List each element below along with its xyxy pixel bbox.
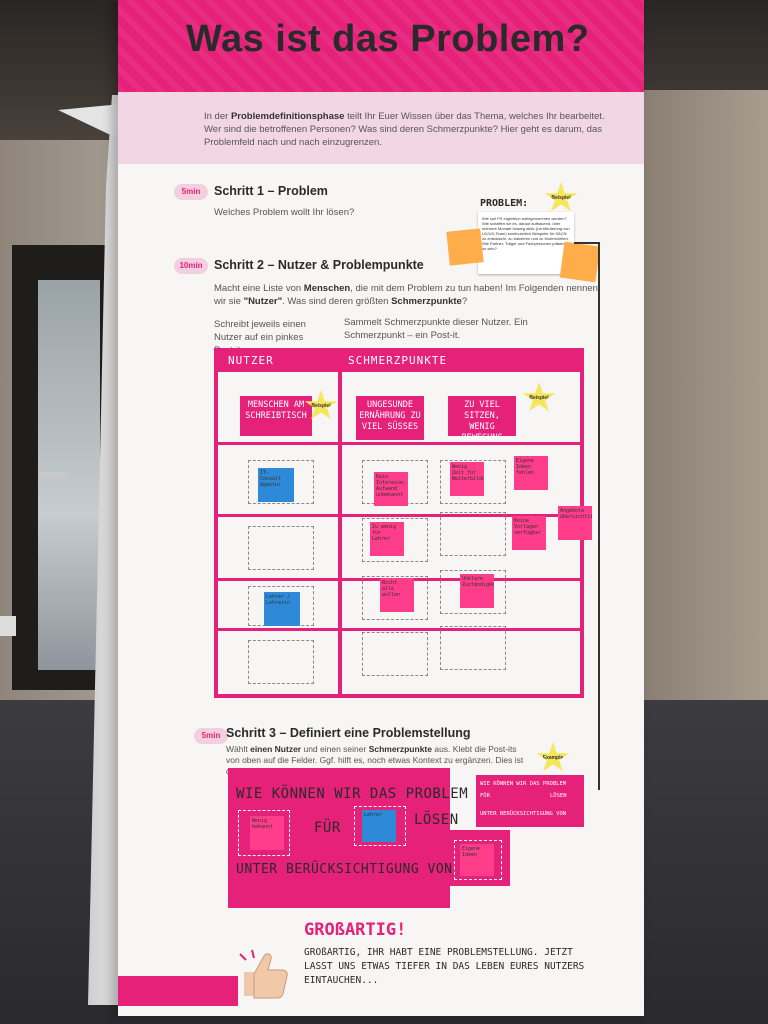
example-line1: WIE KÖNNEN WIR DAS PROBLEM bbox=[480, 781, 567, 787]
postit-slot bbox=[248, 526, 314, 570]
postit-orange bbox=[559, 241, 601, 283]
example-star: Example bbox=[536, 742, 570, 772]
example-line2: FÜR bbox=[480, 793, 490, 799]
statement-slot bbox=[454, 840, 502, 880]
grid-row-line bbox=[218, 628, 580, 631]
postit-pink: Wenig Zeit für Weiterbildung bbox=[450, 462, 484, 496]
problem-label: PROBLEM: bbox=[480, 198, 529, 209]
wall-outlet bbox=[0, 616, 16, 636]
step2-badge: 10min bbox=[174, 258, 208, 274]
statement-line2b: LÖSEN bbox=[414, 812, 459, 828]
intro-bar bbox=[118, 92, 644, 164]
schmerz-hint: Sammelt Schmerzpunkte dieser Nutzer. Ein… bbox=[344, 317, 528, 341]
postit-orange bbox=[446, 228, 484, 266]
postit-slot bbox=[440, 626, 506, 670]
statement-line1: WIE KÖNNEN WIR DAS PROBLEM bbox=[236, 786, 469, 802]
page-title: Was ist das Problem? bbox=[186, 18, 590, 60]
statement-line2a: FÜR bbox=[314, 820, 341, 836]
postit-slot bbox=[440, 460, 506, 504]
postit-pink: Eigene Ideen bbox=[460, 844, 494, 876]
postit-pink: Unklare Zuständigkeiten bbox=[460, 574, 494, 608]
step1-title: Schritt 1 – Problem bbox=[214, 184, 328, 198]
statement-line3: UNTER BERÜCKSICHTIGUNG VON bbox=[236, 862, 453, 877]
footer-title: GROßARTIG! bbox=[304, 920, 407, 940]
example-line4: UNTER BERÜCKSICHTIGUNG VON bbox=[480, 811, 567, 817]
step3-badge: 5min bbox=[194, 728, 228, 744]
example-star: Beispiel bbox=[544, 182, 578, 212]
grid-row-line bbox=[218, 442, 580, 445]
statement-slot bbox=[354, 806, 406, 846]
step3-title: Schritt 3 – Definiert eine Problemstellu… bbox=[226, 726, 471, 740]
example-line3: LÖSEN bbox=[550, 793, 567, 799]
postit-slot bbox=[440, 570, 506, 614]
postit-pink: Kein Interesse, Aufwand unbekannt bbox=[374, 472, 408, 506]
col-schmerzpunkte: SCHMERZPUNKTE bbox=[348, 354, 448, 367]
connector-arrow bbox=[574, 242, 600, 244]
board-header bbox=[118, 0, 644, 92]
postit-pink: Zu wenig für Lehrer bbox=[370, 522, 404, 556]
thumbs-up-icon bbox=[239, 949, 288, 999]
connector-arrow bbox=[598, 242, 600, 790]
postit-pink: Angebote übersichtlich bbox=[558, 506, 592, 540]
postit-slot bbox=[248, 640, 314, 684]
problem-grid bbox=[214, 348, 584, 698]
postit-pink: Nicht alle wollen bbox=[380, 578, 414, 612]
postit-pink: Eigene Ideen fehlen bbox=[514, 456, 548, 490]
step1-text: Welches Problem wollt Ihr lösen? bbox=[214, 207, 355, 218]
right-wall bbox=[640, 90, 768, 770]
postit-blue: IT- Consult Agentur bbox=[258, 468, 294, 502]
postit-slot bbox=[362, 518, 428, 562]
postit-pink: Keine Vorlagen verfügbar bbox=[512, 516, 546, 550]
postit-slot bbox=[362, 576, 428, 620]
door-handle bbox=[38, 472, 68, 479]
postit-slot bbox=[362, 632, 428, 676]
col-nutzer: NUTZER bbox=[228, 354, 274, 367]
example-nutzer-card: MENSCHEN AM SCHREIBTISCH bbox=[240, 396, 312, 436]
postit-blue: Lehrer bbox=[362, 810, 396, 842]
example-statement-card bbox=[476, 775, 584, 827]
statement-slot bbox=[238, 810, 290, 856]
example-pain-card: UNGESUNDE ERNÄHRUNG ZU VIEL SÜSSES bbox=[356, 396, 424, 440]
postit-blue: Lehrer / Lehrerin bbox=[264, 592, 300, 626]
postit-slot bbox=[440, 512, 506, 556]
postit-pink: Wenig bekannt bbox=[250, 816, 284, 850]
postit-slot bbox=[248, 460, 314, 504]
grid-row-line bbox=[218, 514, 580, 517]
grid-divider bbox=[338, 372, 342, 698]
workshop-board: Was ist das Problem? In der Problemdefin… bbox=[118, 0, 644, 1016]
intro-text: In der Problemdefinitionsphase teilt Ihr… bbox=[204, 111, 605, 148]
footer-text: GROßARTIG, IHR HABT EINE PROBLEMSTELLUNG… bbox=[304, 947, 585, 986]
problem-note: Wie soll PS eigentlich wahrgenommen werd… bbox=[478, 212, 574, 274]
example-pain-card: ZU VIEL SITZEN, WENIG BEWEGUNG bbox=[448, 396, 516, 443]
step2-title: Schritt 2 – Nutzer & Problempunkte bbox=[214, 258, 424, 272]
step2-text: Macht eine Liste von Menschen, die mit d… bbox=[214, 283, 598, 307]
step1-badge: 5min bbox=[174, 184, 208, 200]
footer-bar bbox=[118, 976, 238, 1006]
